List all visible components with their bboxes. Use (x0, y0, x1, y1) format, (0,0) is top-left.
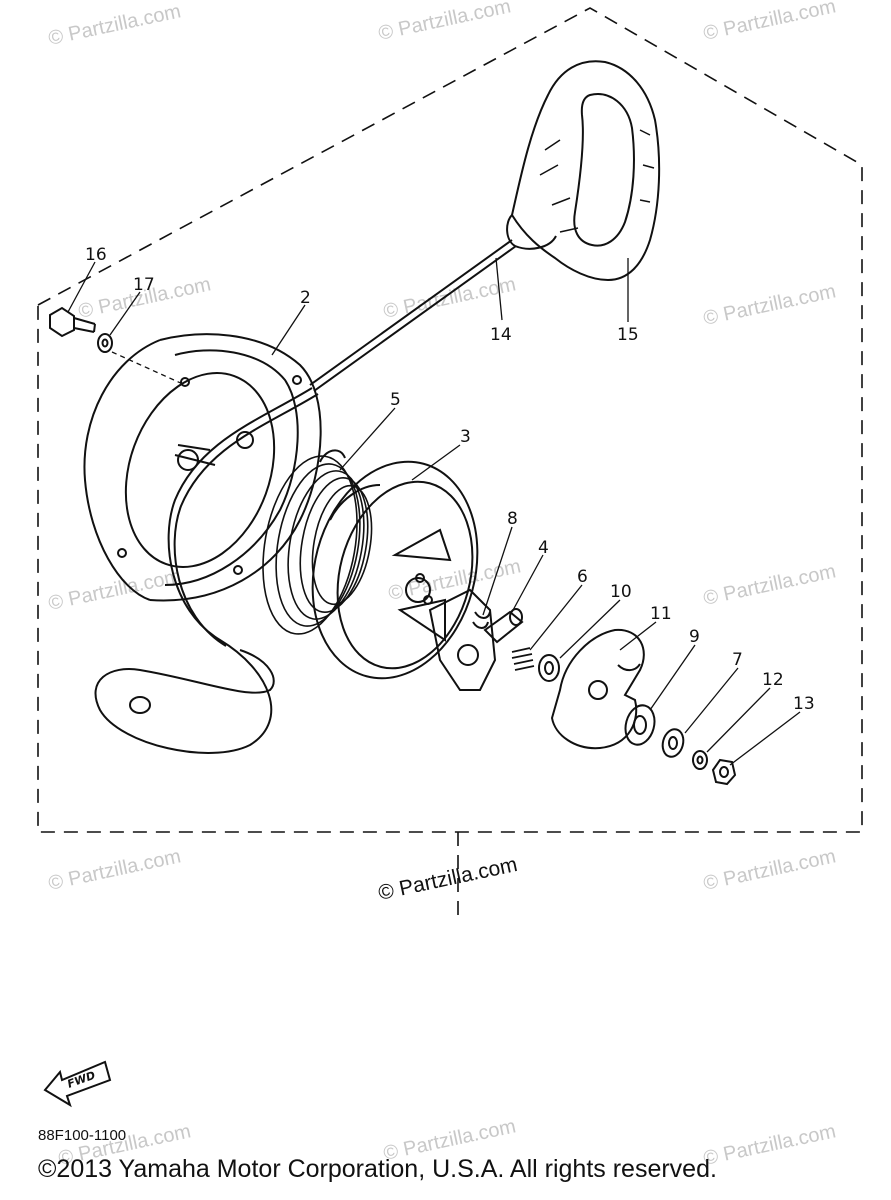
drive-plate (550, 628, 645, 750)
watermark: © Partzilla.com (701, 1120, 837, 1170)
washer-9 (624, 704, 656, 746)
callout-6: 6 (577, 567, 588, 587)
bolt-16 (49, 306, 96, 338)
washer-17 (97, 333, 113, 353)
bolt-centerline (111, 351, 186, 386)
callout-labels: 16 17 2 5 3 8 4 6 10 11 9 7 12 13 14 15 (85, 245, 815, 714)
spiral-spring (262, 449, 373, 635)
washer-12 (692, 750, 708, 770)
callout-4: 4 (538, 538, 549, 558)
callout-2: 2 (300, 288, 311, 308)
watermark: © Partzilla.com (701, 0, 837, 45)
watermark: © Partzilla.com (381, 273, 517, 323)
callout-8: 8 (507, 509, 518, 529)
return-spring (511, 647, 535, 671)
callout-10: 10 (610, 582, 632, 602)
nut-13 (711, 758, 737, 786)
callout-12: 12 (762, 670, 784, 690)
callout-16: 16 (85, 245, 107, 265)
ratchet (428, 588, 497, 691)
callout-13: 13 (793, 694, 815, 714)
forward-arrow-icon: FWD (43, 1060, 112, 1108)
starter-handle (506, 60, 661, 282)
copyright-text: ©2013 Yamaha Motor Corporation, U.S.A. A… (38, 1155, 717, 1183)
sheave-drum (311, 460, 479, 680)
watermark-center: © Partzilla.com (376, 853, 519, 905)
watermark: © Partzilla.com (46, 0, 182, 50)
callout-11: 11 (650, 604, 672, 624)
watermark: © Partzilla.com (701, 845, 837, 895)
callout-9: 9 (689, 627, 700, 647)
callout-17: 17 (133, 275, 155, 295)
assembly-boundary (37, 7, 863, 915)
starter-rope (94, 239, 517, 754)
washer-10 (538, 654, 560, 682)
diagram-code: 88F100-1100 (38, 1127, 127, 1144)
ratchet-pin (483, 608, 524, 644)
callout-5: 5 (390, 390, 401, 410)
watermark: © Partzilla.com (701, 560, 837, 610)
leader-lines (67, 257, 801, 766)
watermark: © Partzilla.com (46, 845, 182, 895)
callout-3: 3 (460, 427, 471, 447)
watermark: © Partzilla.com (46, 565, 182, 615)
callout-7: 7 (732, 650, 743, 670)
watermark: © Partzilla.com (701, 280, 837, 330)
callout-15: 15 (617, 325, 639, 345)
watermark: © Partzilla.com (376, 0, 512, 45)
callout-14: 14 (490, 325, 512, 345)
starter-case (83, 333, 322, 602)
washer-7 (661, 728, 685, 758)
